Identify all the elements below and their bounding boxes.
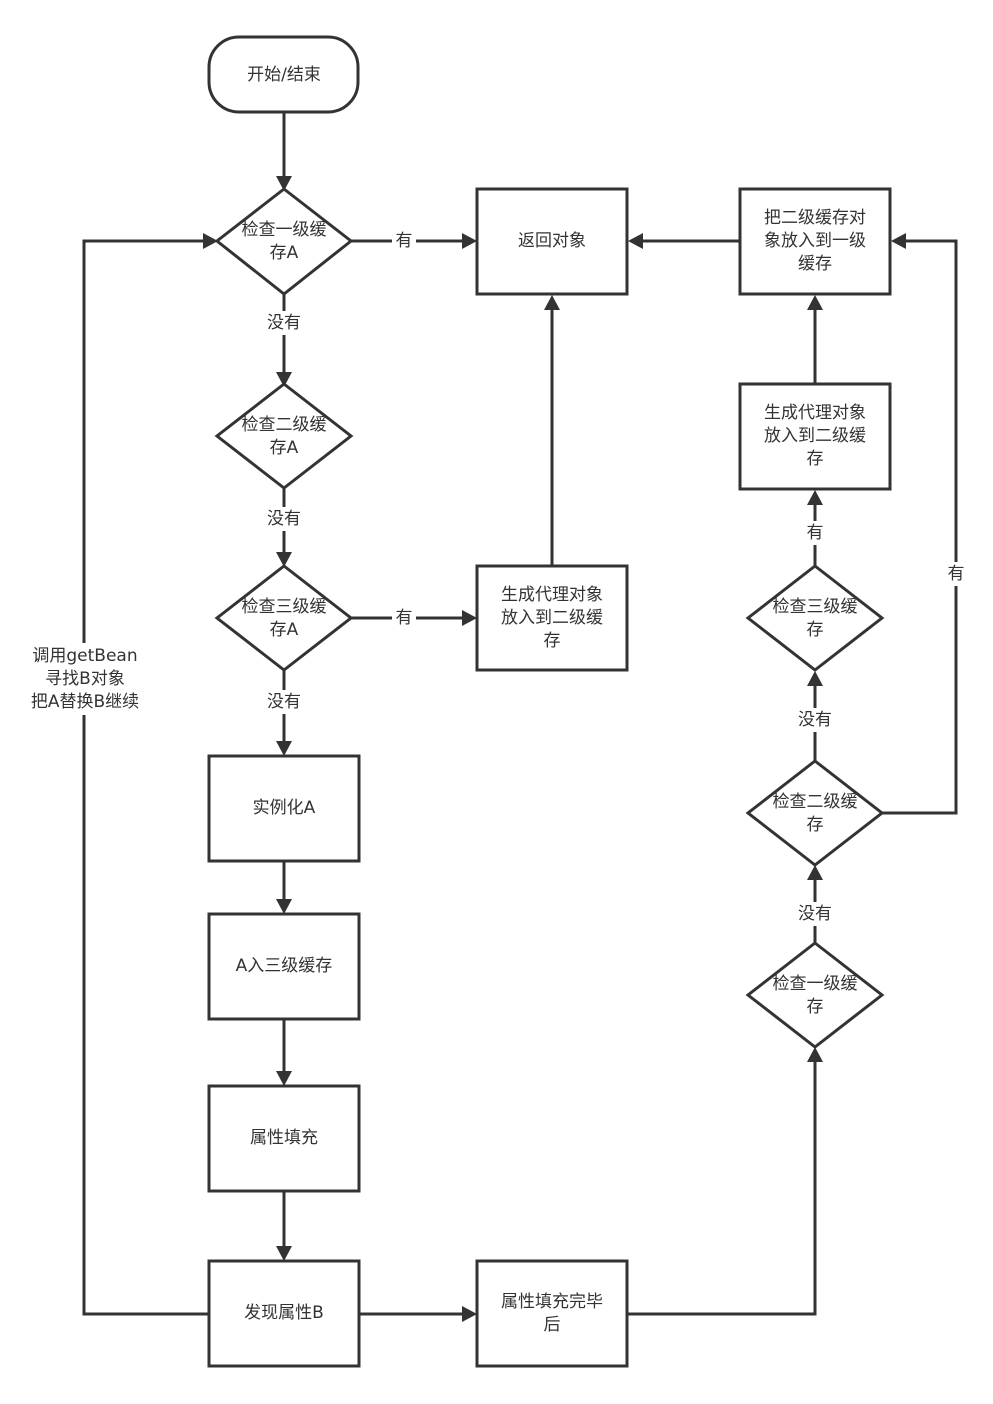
- edge-done-to-check-l1-right: [627, 1062, 817, 1316]
- arrowhead: [628, 233, 643, 249]
- node-check-l2-right[interactable]: 检查二级缓 存: [745, 759, 885, 867]
- arrowhead: [807, 671, 823, 686]
- edge-label-no: 没有: [267, 509, 301, 529]
- arrowhead: [276, 552, 292, 567]
- loop-back-label-line1: 调用getBean: [32, 646, 137, 666]
- arrowhead: [807, 865, 823, 880]
- nodes: 开始/结束 检查一级缓 存A 检查二级缓 存A 检查三级缓 存A 返回对象: [207, 35, 892, 1368]
- svg-text:缓存: 缓存: [798, 254, 832, 274]
- loop-back-label-line2: 寻找B对象: [45, 669, 125, 689]
- svg-text:属性填充完毕: 属性填充完毕: [501, 1292, 603, 1312]
- arrowhead: [276, 372, 292, 387]
- node-check-l2-a[interactable]: 检查二级缓 存A: [214, 382, 354, 490]
- arrowhead: [544, 295, 560, 310]
- arrowhead: [276, 899, 292, 914]
- arrowhead: [203, 233, 218, 249]
- loop-back-label-line3: 把A替换B继续: [31, 692, 139, 712]
- arrowhead: [807, 490, 823, 505]
- edge-label-no: 没有: [267, 313, 301, 333]
- svg-text:存A: 存A: [270, 438, 299, 458]
- svg-text:存A: 存A: [270, 620, 299, 640]
- svg-text:检查三级缓: 检查三级缓: [242, 597, 327, 617]
- svg-text:存: 存: [807, 449, 824, 469]
- edge-label-no: 没有: [798, 904, 832, 924]
- svg-text:存A: 存A: [270, 243, 299, 263]
- edge-label-no: 没有: [798, 710, 832, 730]
- edge-label-yes: 有: [807, 523, 824, 543]
- arrowhead: [276, 1071, 292, 1086]
- svg-text:属性填充: 属性填充: [250, 1128, 318, 1148]
- edge-label-no: 没有: [267, 692, 301, 712]
- svg-text:返回对象: 返回对象: [518, 231, 586, 251]
- svg-text:存: 存: [544, 631, 561, 651]
- node-instantiate-a[interactable]: 实例化A: [207, 754, 361, 863]
- edge-label-yes: 有: [396, 231, 413, 251]
- svg-text:存: 存: [807, 997, 824, 1017]
- node-check-l1-a[interactable]: 检查一级缓 存A: [214, 187, 354, 296]
- node-return-object[interactable]: 返回对象: [475, 187, 629, 296]
- svg-text:检查二级缓: 检查二级缓: [242, 415, 327, 435]
- svg-text:生成代理对象: 生成代理对象: [501, 585, 603, 605]
- arrowhead: [276, 1246, 292, 1261]
- edge-check-l2r-to-l2l1: [882, 239, 958, 815]
- svg-text:后: 后: [544, 1315, 561, 1335]
- svg-text:放入到二级缓: 放入到二级缓: [501, 608, 603, 628]
- node-proxy-to-l2-right[interactable]: 生成代理对象 放入到二级缓 存: [738, 382, 892, 491]
- node-proxy-to-l2-mid[interactable]: 生成代理对象 放入到二级缓 存: [475, 564, 629, 672]
- edge-label-yes: 有: [948, 564, 965, 584]
- svg-text:发现属性B: 发现属性B: [244, 1303, 324, 1323]
- svg-text:检查一级缓: 检查一级缓: [242, 220, 327, 240]
- edge-label-yes: 有: [396, 608, 413, 628]
- node-found-prop-b[interactable]: 发现属性B: [207, 1259, 361, 1368]
- svg-text:存: 存: [807, 815, 824, 835]
- arrowhead: [276, 741, 292, 756]
- arrowhead: [462, 610, 477, 626]
- svg-text:把二级缓存对: 把二级缓存对: [764, 208, 866, 228]
- svg-text:存: 存: [807, 620, 824, 640]
- node-check-l1-right[interactable]: 检查一级缓 存: [745, 941, 885, 1049]
- svg-text:生成代理对象: 生成代理对象: [764, 403, 866, 423]
- node-check-l3-a[interactable]: 检查三级缓 存A: [214, 564, 354, 672]
- svg-text:A入三级缓存: A入三级缓存: [236, 956, 333, 976]
- arrowhead: [462, 1306, 477, 1322]
- svg-text:检查一级缓: 检查一级缓: [773, 974, 858, 994]
- node-check-l3-right[interactable]: 检查三级缓 存: [745, 564, 885, 672]
- svg-text:象放入到一级: 象放入到一级: [764, 231, 866, 251]
- node-a-into-l3[interactable]: A入三级缓存: [207, 912, 361, 1021]
- svg-text:开始/结束: 开始/结束: [247, 65, 321, 85]
- arrowhead: [891, 233, 906, 249]
- svg-text:放入到二级缓: 放入到二级缓: [764, 426, 866, 446]
- arrowhead: [276, 176, 292, 191]
- arrowhead: [807, 295, 823, 310]
- node-start-end[interactable]: 开始/结束: [207, 35, 360, 114]
- node-populate-props[interactable]: 属性填充: [207, 1084, 361, 1193]
- edge-labels: 有 没有 没有 有 没有 有 没有 没有 有 调用getBean 寻找B对象 把…: [22, 229, 968, 926]
- arrowhead: [462, 233, 477, 249]
- svg-text:实例化A: 实例化A: [253, 798, 316, 818]
- node-populate-done[interactable]: 属性填充完毕 后: [475, 1259, 629, 1368]
- svg-text:检查三级缓: 检查三级缓: [773, 597, 858, 617]
- node-l2-to-l1[interactable]: 把二级缓存对 象放入到一级 缓存: [738, 187, 892, 296]
- edge-loop-back: [82, 239, 209, 1316]
- svg-text:检查二级缓: 检查二级缓: [773, 792, 858, 812]
- arrowhead: [807, 1047, 823, 1062]
